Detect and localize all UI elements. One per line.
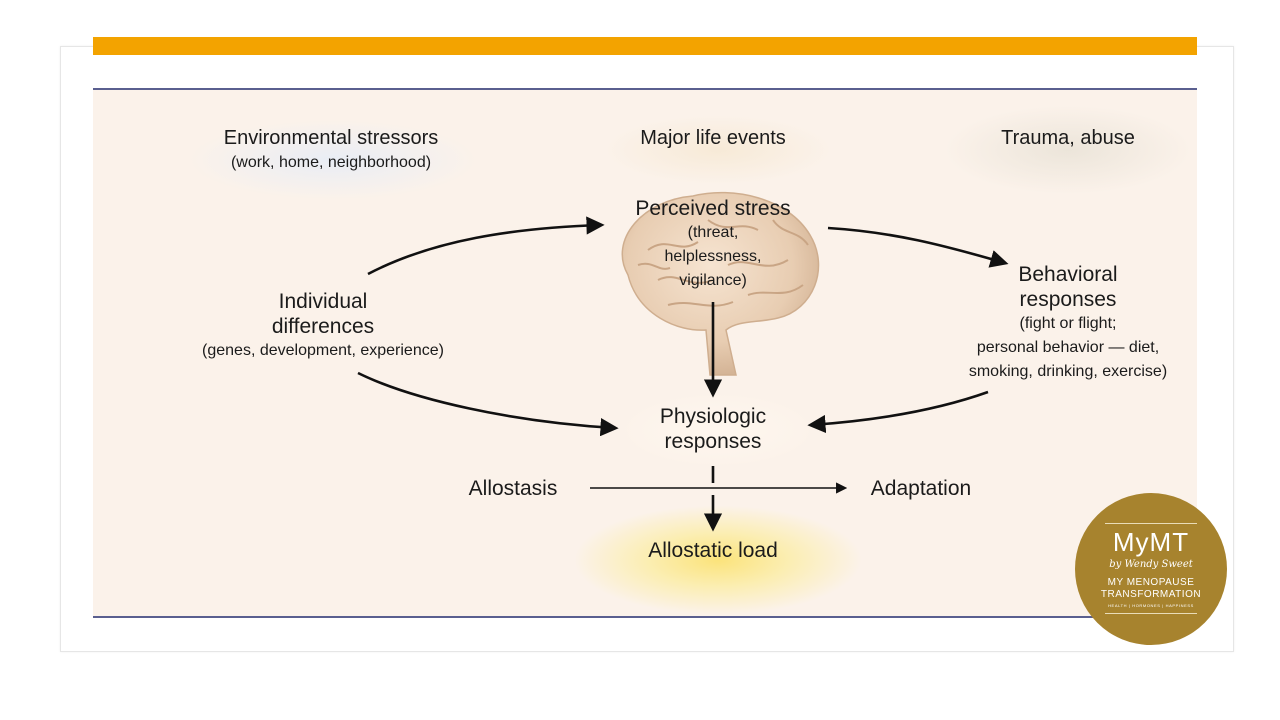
physiologic-title-2: responses: [664, 430, 762, 453]
perceived-detail-1: (threat,: [687, 224, 739, 241]
individual-title-1: Individual: [278, 290, 368, 313]
perceived-detail-3: vigilance): [679, 272, 747, 289]
physiologic-glow: [613, 390, 823, 470]
behavioral-title-1: Behavioral: [1018, 263, 1118, 286]
logo-name: MyMT: [1112, 527, 1190, 557]
individual-detail: (genes, development, experience): [202, 342, 444, 359]
arrow-individual-to-physiologic: [357, 371, 619, 437]
arrow-perceived-to-behavioral: [827, 226, 1009, 268]
major-life-events-label: Major life events: [640, 127, 786, 149]
logo-tagline: HEALTH | HORMONES | HAPPINESS: [1108, 603, 1194, 608]
individual-title-2: differences: [271, 315, 375, 338]
accent-bar: [93, 37, 1197, 55]
major-events-glow: [603, 115, 833, 185]
arrow-individual-to-perceived: [367, 216, 605, 276]
individual-differences-label: Individual differences (genes, developme…: [153, 289, 493, 363]
environmental-stressors-title: Environmental stressors: [223, 127, 439, 149]
perceived-title: Perceived stress: [635, 197, 791, 220]
trauma-glow: [943, 105, 1193, 195]
environmental-stressors-label: Environmental stressors (work, home, nei…: [201, 126, 461, 175]
behavioral-detail-1: (fight or flight;: [1019, 315, 1117, 332]
allostatic-load-label: Allostatic load: [648, 539, 778, 562]
behavioral-responses-label: Behavioral responses (fight or flight; p…: [933, 262, 1203, 384]
behavioral-detail-2: personal behavior — diet,: [976, 339, 1160, 356]
perceived-stress-label: Perceived stress (threat, helplessness, …: [603, 196, 823, 293]
logo-rule-top: [1105, 523, 1197, 524]
brain-icon: [621, 191, 820, 376]
arrow-behavioral-to-physiologic: [807, 390, 989, 434]
stress-diagram: Environmental stressors (work, home, nei…: [93, 88, 1197, 618]
behavioral-title-2: responses: [1019, 288, 1117, 311]
logo-title: MY MENOPAUSE TRANSFORMATION: [1075, 577, 1227, 601]
physiologic-responses-label: Physiologic responses: [613, 404, 813, 454]
logo-line-1: MY MENOPAUSE: [1107, 577, 1195, 588]
logo-rule-bottom: [1105, 613, 1197, 614]
mymt-logo: MyMT by Wendy Sweet MY MENOPAUSE TRANSFO…: [1075, 493, 1227, 645]
allostasis-label: Allostasis: [468, 477, 558, 500]
environmental-stressors-detail: (work, home, neighborhood): [230, 154, 432, 171]
flow-arrows: [357, 216, 1009, 616]
trauma-abuse-label: Trauma, abuse: [1001, 127, 1135, 149]
physiologic-title-1: Physiologic: [659, 405, 767, 428]
perceived-detail-2: helplessness,: [664, 248, 762, 265]
logo-byline: by Wendy Sweet: [1109, 559, 1193, 570]
environment-glow: [188, 120, 478, 200]
adaptation-label: Adaptation: [870, 477, 972, 500]
behavioral-detail-3: smoking, drinking, exercise): [968, 363, 1168, 380]
logo-line-2: TRANSFORMATION: [1100, 589, 1202, 600]
